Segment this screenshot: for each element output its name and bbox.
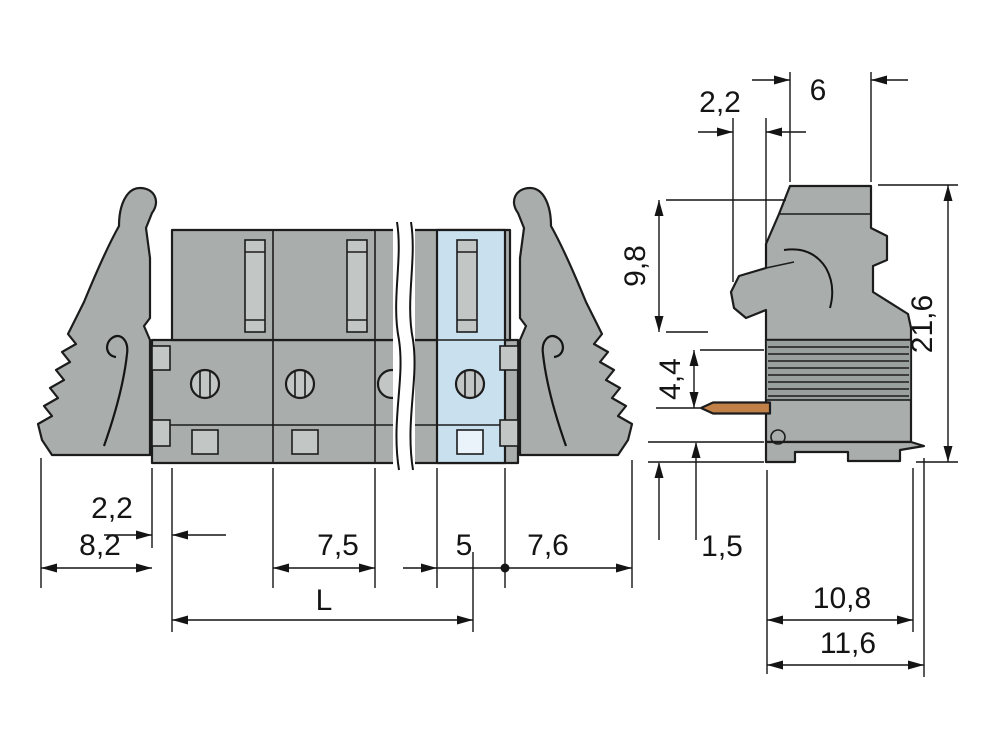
latch-slot-3 — [456, 239, 478, 333]
connector-body-front — [150, 221, 520, 472]
arrowhead — [943, 185, 953, 201]
arrowhead — [421, 563, 437, 573]
dim-label-side-4-4: 4,4 — [654, 358, 687, 400]
left-tab-upper — [151, 345, 171, 371]
arrowhead — [172, 615, 188, 625]
dim-label-front-7-6: 7,6 — [527, 529, 569, 562]
arrowhead — [774, 75, 790, 85]
arrowhead — [717, 127, 733, 137]
dim-label-side-6: 6 — [810, 74, 827, 107]
serration-lines — [768, 346, 909, 397]
arrowhead — [654, 462, 664, 478]
side-view: 2,2 6 21,6 9,8 — [619, 72, 958, 677]
arrowhead — [41, 563, 57, 573]
dim-label-front-L: L — [316, 584, 333, 617]
side-dimensions: 2,2 6 21,6 9,8 — [619, 72, 958, 677]
arrowhead — [767, 615, 783, 625]
clip-shape — [729, 184, 913, 342]
contact-hole-2 — [284, 368, 316, 400]
mounting-flange-right — [513, 186, 634, 457]
arrowhead — [457, 615, 473, 625]
dim-label-side-2-2: 2,2 — [699, 86, 741, 119]
dim-label-front-7-5: 7,5 — [317, 529, 359, 562]
arrowhead — [943, 446, 953, 462]
arrowhead — [654, 200, 664, 216]
clip-spring-line — [783, 248, 834, 309]
front-dimensions: 2,2 8,2 7,5 5 7,6 L — [40, 458, 633, 632]
arrowhead — [136, 563, 152, 573]
flange-right-hook-detail — [541, 334, 564, 359]
arrowhead — [689, 392, 699, 408]
latch-slot-2 — [346, 239, 368, 333]
foot-hole — [770, 429, 786, 445]
arrowhead — [691, 442, 701, 458]
contact-holes — [189, 368, 486, 400]
dim-label-side-21-6: 21,6 — [906, 295, 939, 353]
latch-slots — [244, 239, 478, 333]
arrowhead — [654, 316, 664, 332]
clip-nose-line — [765, 261, 795, 269]
arrowhead — [897, 615, 913, 625]
right-tab-lower — [499, 419, 519, 447]
connector-body-side — [699, 338, 926, 464]
arrowhead — [172, 530, 188, 540]
bottom-opening-1 — [191, 429, 219, 455]
flange-left-hook-detail — [106, 334, 129, 359]
right-tab-upper — [499, 345, 519, 371]
dim-label-front-8-2: 8,2 — [79, 529, 121, 562]
dim-label-side-11-6: 11,6 — [820, 627, 876, 660]
break-line-left — [395, 221, 402, 471]
break-line-right — [409, 221, 416, 471]
dim-label-side-10-8: 10,8 — [813, 582, 871, 615]
dim-label-side-9-8: 9,8 — [619, 245, 652, 287]
dim-label-side-1-5: 1,5 — [701, 530, 743, 563]
arrowhead — [136, 530, 152, 540]
arrowhead — [689, 350, 699, 366]
flange-left-shape — [36, 186, 157, 457]
flange-left-spring-line — [102, 353, 129, 447]
dim-label-front-5: 5 — [456, 529, 473, 562]
arrowhead — [766, 127, 782, 137]
flange-right-shape — [513, 186, 634, 457]
arrowhead — [908, 660, 924, 670]
bottom-opening-3 — [456, 429, 484, 455]
locking-clip-side — [729, 184, 913, 342]
arrowhead — [767, 660, 783, 670]
solder-pin — [699, 401, 772, 415]
bottom-opening-2 — [291, 429, 319, 455]
front-view: 2,2 8,2 7,5 5 7,6 L — [36, 186, 634, 632]
latch-slot-1 — [244, 239, 266, 333]
contact-hole-1 — [189, 368, 221, 400]
mounting-flange-left — [36, 186, 157, 457]
arrowhead — [273, 563, 289, 573]
dim-label-front-2-2: 2,2 — [91, 492, 133, 525]
side-body-serrated-band — [765, 339, 912, 401]
flange-right-spring-line — [541, 353, 568, 447]
contact-hole-4 — [454, 368, 486, 400]
arrowhead — [616, 563, 632, 573]
break-lines — [393, 221, 416, 472]
arrowhead — [871, 75, 887, 85]
left-tab-lower — [151, 419, 171, 447]
mounting-feet — [764, 440, 926, 464]
arrowhead — [359, 563, 375, 573]
